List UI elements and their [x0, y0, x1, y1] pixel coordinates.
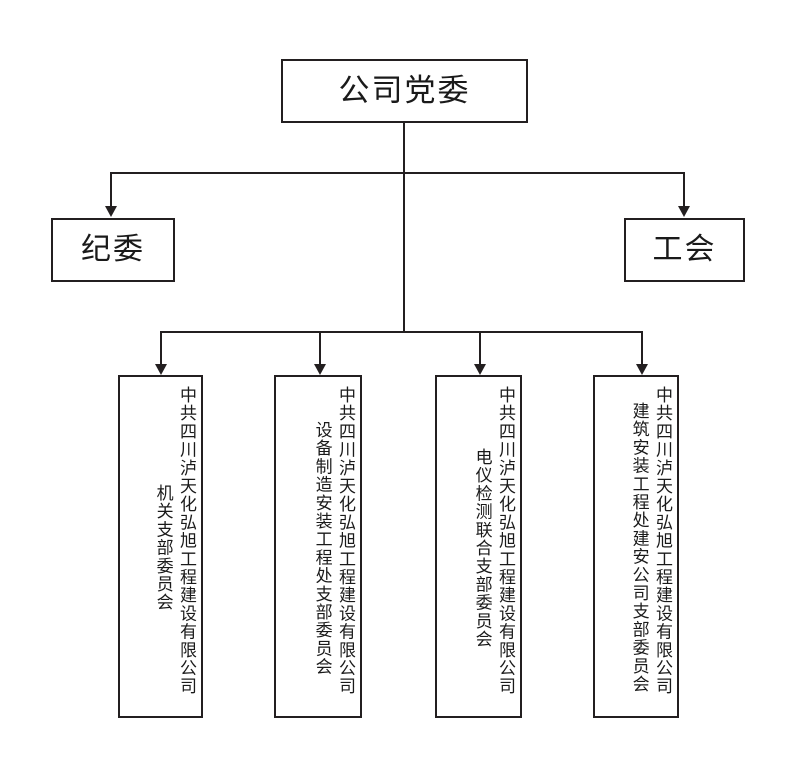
node-branch-name-1: 机关支部委员会 [152, 484, 173, 612]
node-labor-union[interactable]: 工会 [624, 218, 745, 282]
node-discipline-commission[interactable]: 纪委 [51, 218, 175, 282]
arrow-down-icon-discipline [105, 206, 117, 217]
arrow-down-icon-org-2 [314, 364, 326, 375]
connector-root-trunk [403, 123, 405, 173]
node-company-name-4: 中共四川泸天化弘旭工程建设有限公司 [652, 386, 672, 696]
connector-drop-union [683, 172, 685, 210]
connector-drop-org-1 [160, 331, 162, 367]
node-branch-4[interactable]: 中共四川泸天化弘旭工程建设有限公司 建筑安装工程处建安公司支部委员会 [593, 375, 679, 718]
connector-level2-bar [110, 172, 685, 174]
node-label-discipline: 纪委 [81, 232, 145, 267]
connector-mid-trunk [403, 172, 405, 333]
node-company-name-2: 中共四川泸天化弘旭工程建设有限公司 [335, 386, 355, 696]
node-company-name-3: 中共四川泸天化弘旭工程建设有限公司 [495, 386, 515, 696]
node-branch-name-4: 建筑安装工程处建安公司支部委员会 [628, 402, 649, 694]
connector-drop-org-4 [641, 331, 643, 367]
node-company-party-committee[interactable]: 公司党委 [281, 59, 528, 123]
node-label-root: 公司党委 [338, 72, 471, 109]
arrow-down-icon-org-3 [474, 364, 486, 375]
node-branch-3[interactable]: 中共四川泸天化弘旭工程建设有限公司 电仪检测联合支部委员会 [435, 375, 522, 718]
arrow-down-icon-union [678, 206, 690, 217]
node-branch-2[interactable]: 中共四川泸天化弘旭工程建设有限公司 设备制造安装工程处支部委员会 [274, 375, 362, 718]
connector-level3-bar [160, 331, 643, 333]
node-branch-name-3: 电仪检测联合支部委员会 [471, 447, 492, 649]
connector-drop-org-3 [479, 331, 481, 367]
node-company-name-1: 中共四川泸天化弘旭工程建设有限公司 [176, 386, 196, 696]
node-branch-1[interactable]: 中共四川泸天化弘旭工程建设有限公司 机关支部委员会 [118, 375, 203, 718]
node-label-union: 工会 [652, 232, 717, 267]
connector-drop-discipline [110, 172, 112, 210]
arrow-down-icon-org-1 [155, 364, 167, 375]
connector-drop-org-2 [319, 331, 321, 367]
node-branch-name-2: 设备制造安装工程处支部委员会 [311, 420, 332, 676]
arrow-down-icon-org-4 [636, 364, 648, 375]
